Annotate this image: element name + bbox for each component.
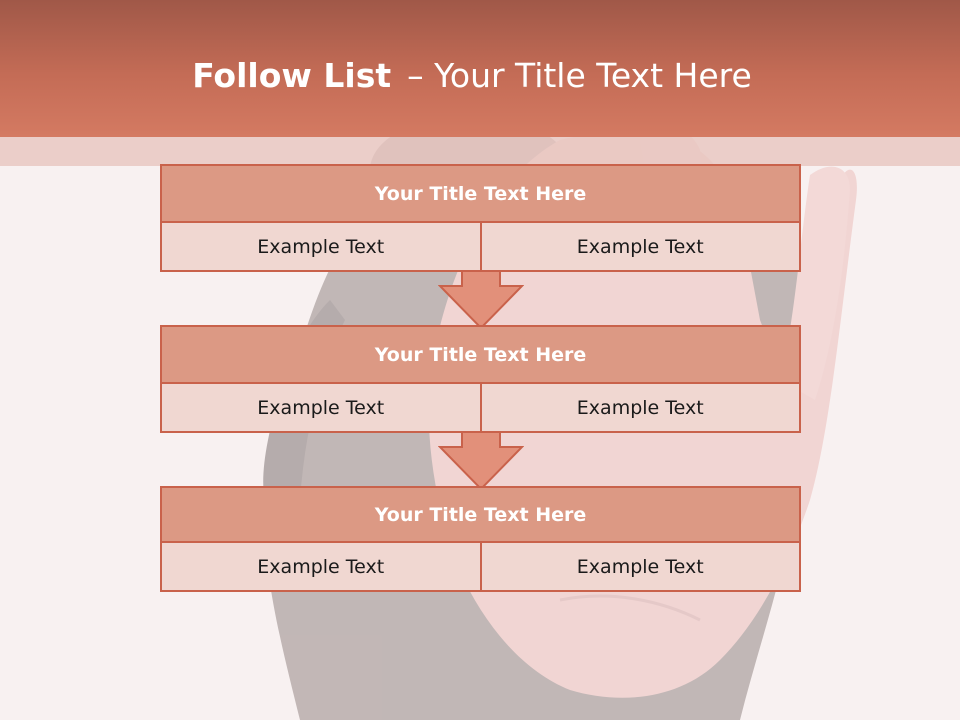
block-right-text: Example Text <box>479 543 800 590</box>
down-arrow-icon <box>438 431 524 491</box>
slide-title-rest: Your Title Text Here <box>434 56 752 95</box>
block-title: Your Title Text Here <box>162 488 799 543</box>
down-arrow-icon <box>438 270 524 330</box>
block-left-text: Example Text <box>257 235 385 258</box>
block-right-text: Example Text <box>479 223 800 270</box>
block-right-text: Example Text <box>479 384 800 431</box>
slide-title-separator: – <box>407 56 424 95</box>
slide-title-bold: Follow List <box>192 56 392 95</box>
block-left-text: Example Text <box>257 396 385 419</box>
header-band <box>0 137 960 166</box>
list-block-1: Your Title Text Here Example Text Exampl… <box>160 164 801 272</box>
block-left-text: Example Text <box>257 555 385 578</box>
block-title: Your Title Text Here <box>162 327 799 384</box>
slide-title: Follow List– Your Title Text Here <box>0 56 944 95</box>
header-bar <box>0 0 960 137</box>
list-block-2: Your Title Text Here Example Text Exampl… <box>160 325 801 433</box>
list-block-3: Your Title Text Here Example Text Exampl… <box>160 486 801 592</box>
block-title: Your Title Text Here <box>162 166 799 223</box>
